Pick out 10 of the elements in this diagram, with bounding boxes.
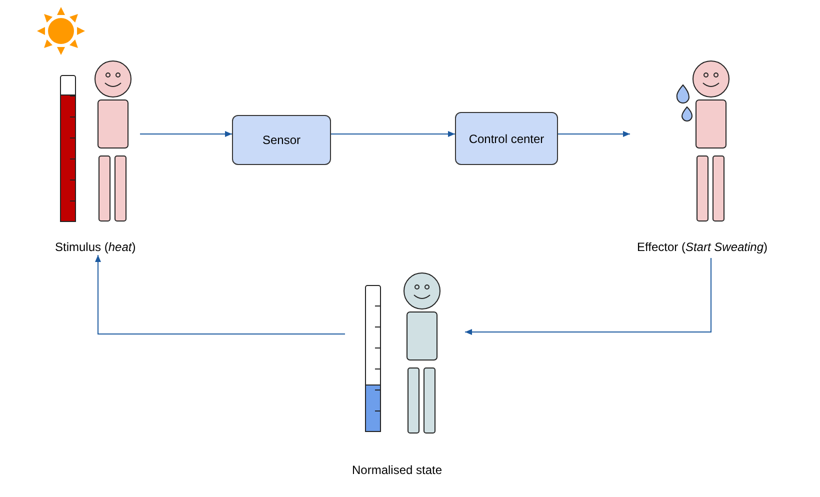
process-box: Control center bbox=[455, 112, 558, 165]
node-label: Normalised state bbox=[352, 463, 442, 477]
arrow bbox=[140, 131, 232, 137]
arrow bbox=[464, 258, 712, 335]
node-label: Effector (Start Sweating) bbox=[637, 240, 768, 254]
arrow bbox=[558, 131, 630, 137]
process-box: Sensor bbox=[232, 115, 331, 165]
node-label: Stimulus (heat) bbox=[55, 240, 136, 254]
arrow bbox=[95, 254, 346, 334]
arrow bbox=[330, 131, 456, 137]
